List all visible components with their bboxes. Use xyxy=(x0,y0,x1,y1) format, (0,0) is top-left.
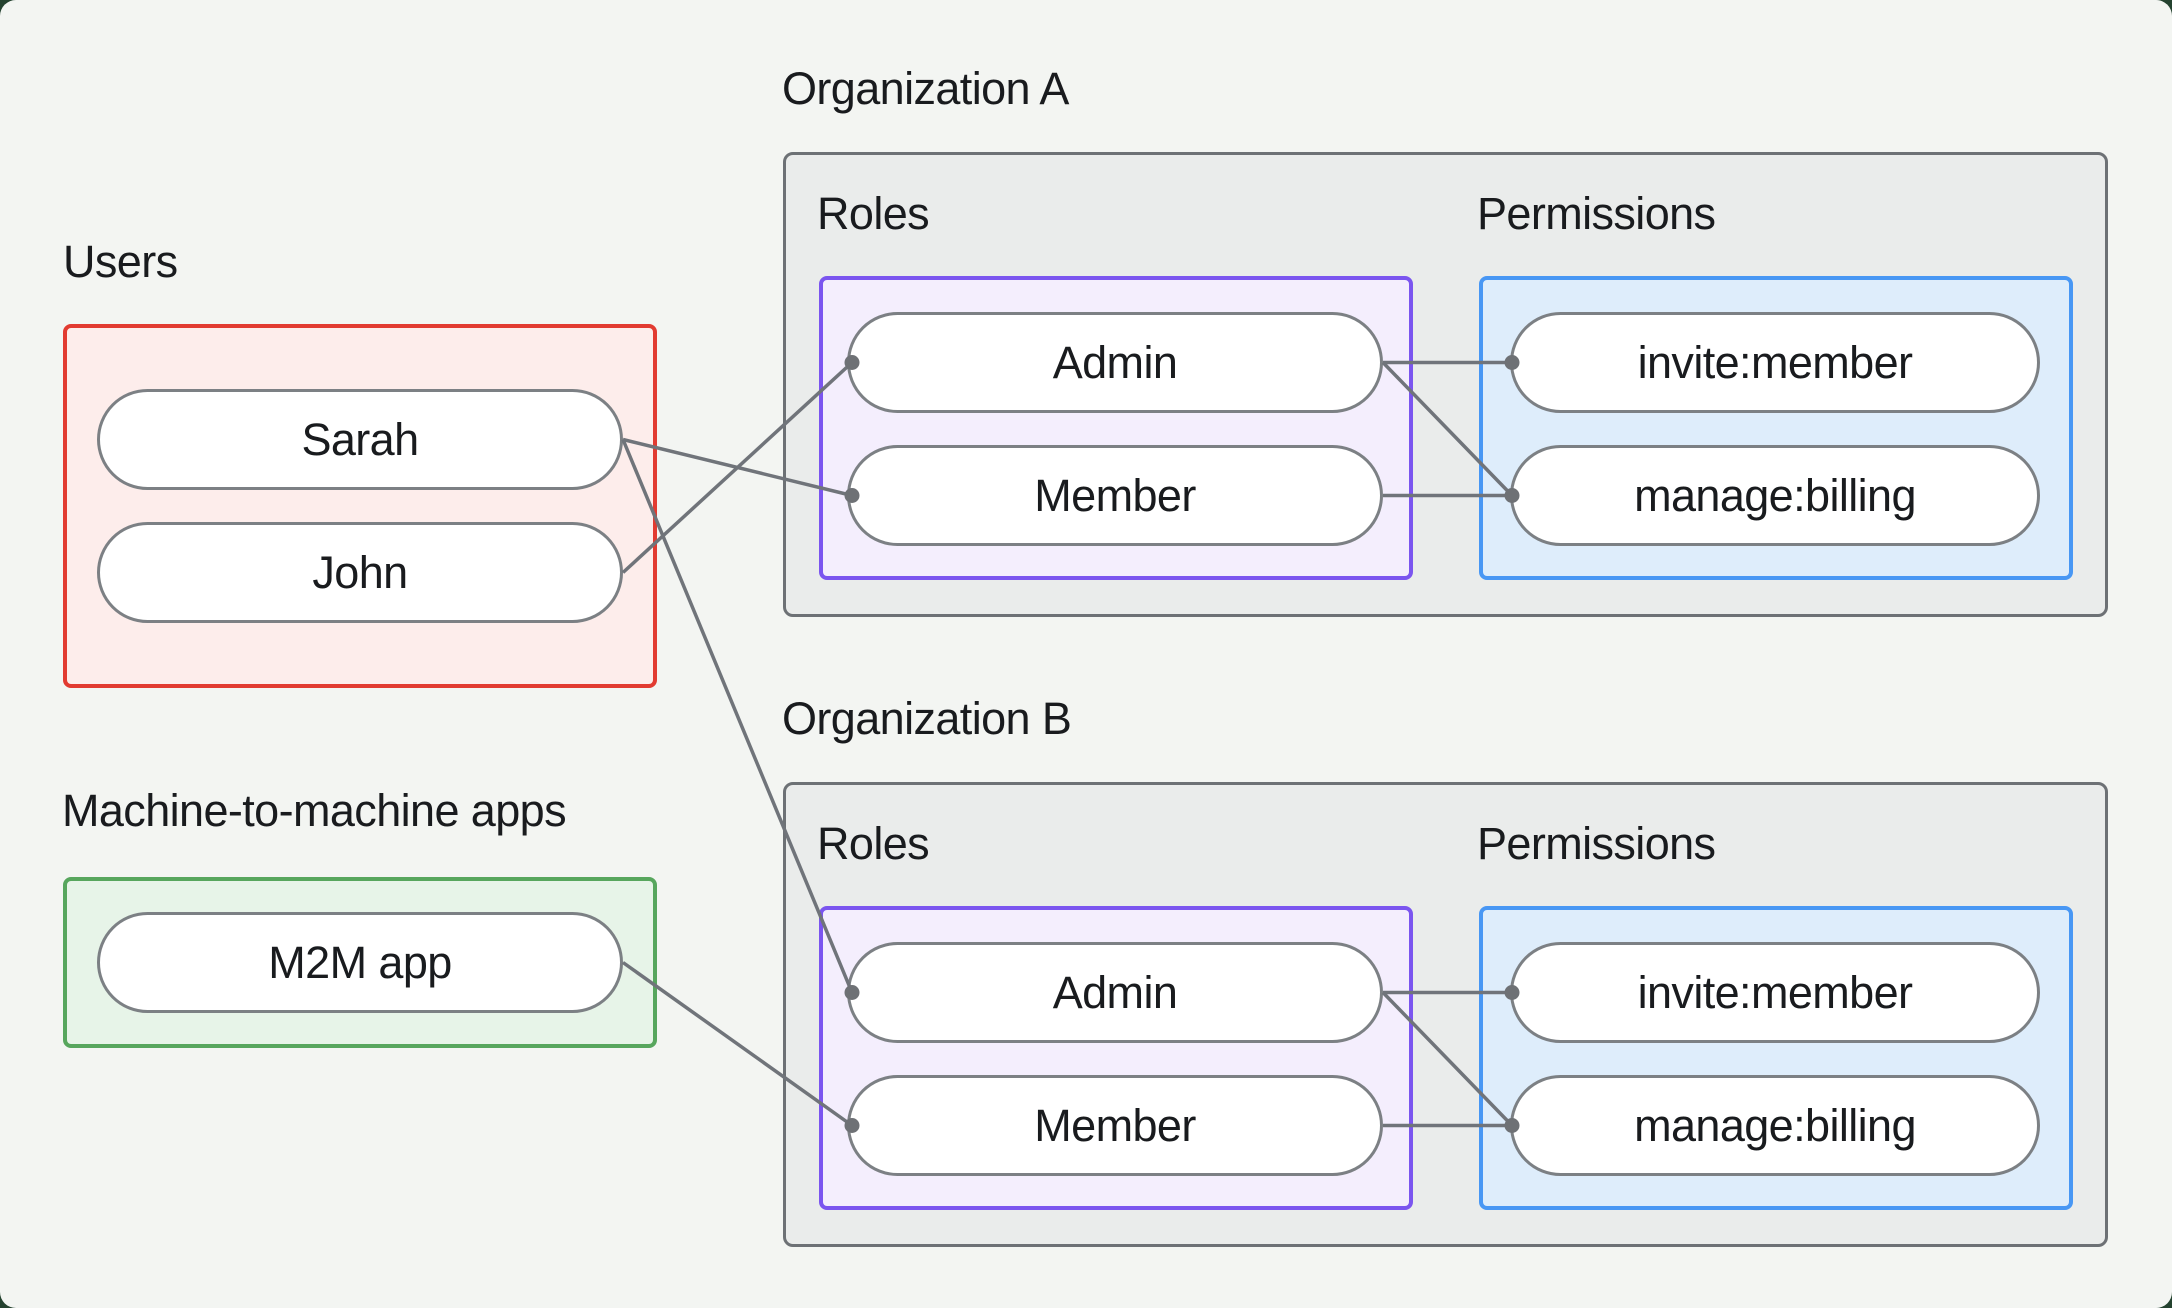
org-a-role-member: Member xyxy=(847,445,1383,546)
org-a-permissions-label: Permissions xyxy=(1477,188,1716,239)
org-a-permission-invite-member: invite:member xyxy=(1510,312,2040,413)
org-a-label: Organization A xyxy=(782,63,1069,114)
org-b-permissions-label: Permissions xyxy=(1477,818,1716,869)
org-b-role-admin: Admin xyxy=(847,942,1383,1043)
org-b-roles-label: Roles xyxy=(817,818,930,869)
org-a-permission-manage-billing: manage:billing xyxy=(1510,445,2040,546)
org-b-role-member: Member xyxy=(847,1075,1383,1176)
user-node-john: John xyxy=(97,522,623,623)
m2m-section-label: Machine-to-machine apps xyxy=(62,785,567,836)
m2m-node-app: M2M app xyxy=(97,912,623,1013)
org-b-permission-invite-member: invite:member xyxy=(1510,942,2040,1043)
org-b-label: Organization B xyxy=(782,693,1072,744)
users-section-label: Users xyxy=(63,236,178,287)
org-a-roles-label: Roles xyxy=(817,188,930,239)
org-a-role-admin: Admin xyxy=(847,312,1383,413)
org-b-permission-manage-billing: manage:billing xyxy=(1510,1075,2040,1176)
users-group-box xyxy=(63,324,657,688)
user-node-sarah: Sarah xyxy=(97,389,623,490)
